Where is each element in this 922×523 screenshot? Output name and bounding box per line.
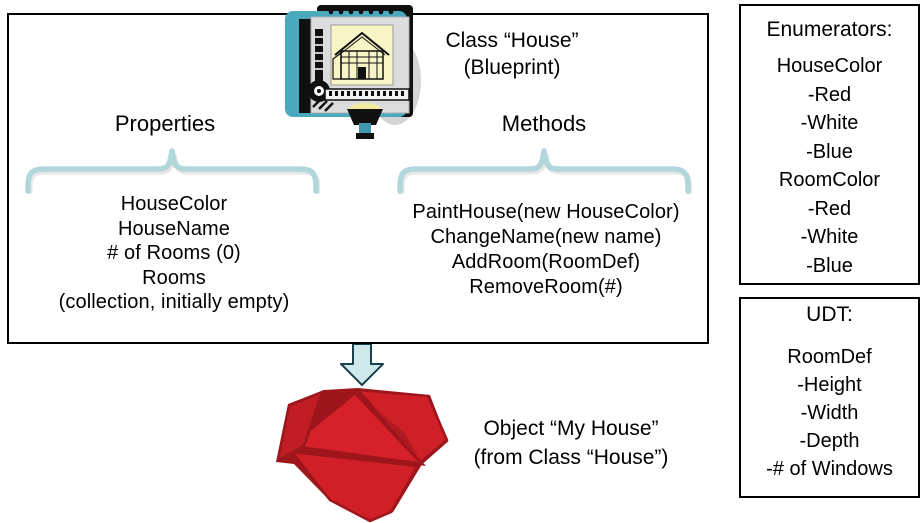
- method-item: AddRoom(RoomDef): [451, 251, 641, 273]
- enum-item: -Blue: [806, 140, 853, 163]
- properties-list: HouseColor HouseName # of Rooms (0) Room…: [39, 192, 309, 315]
- enum-group-name: HouseColor: [776, 55, 883, 77]
- property-item: HouseColor: [120, 193, 228, 215]
- enum-group-name: RoomColor: [778, 169, 881, 191]
- udt-title: UDT:: [806, 303, 853, 326]
- method-item: RemoveRoom(#): [469, 276, 623, 298]
- red-house-icon: [276, 388, 449, 523]
- ruler-ticks: [329, 91, 404, 96]
- class-title: Class “House” (Blueprint): [402, 27, 622, 81]
- blueprint-icon: [285, 5, 421, 139]
- object-caption-line2: (from Class “House”): [473, 446, 669, 469]
- enumerators-box: Enumerators: HouseColor -Red -White -Blu…: [739, 4, 920, 285]
- class-title-line2: (Blueprint): [463, 56, 561, 79]
- enum-item: -Red: [807, 83, 852, 106]
- enum-item: -Blue: [806, 254, 853, 277]
- udt-box: UDT: RoomDef -Height -Width -Depth -# of…: [739, 297, 920, 498]
- class-title-line1: Class “House”: [445, 29, 579, 52]
- object-caption-line1: Object “My House”: [483, 417, 659, 440]
- udt-item: -Depth: [799, 430, 860, 452]
- method-item: ChangeName(new name): [430, 226, 662, 248]
- enum-item: -Red: [807, 197, 852, 220]
- properties-brace-icon: [25, 148, 320, 194]
- spiral-binding-dots: [328, 9, 394, 15]
- methods-label: Methods: [501, 111, 587, 136]
- methods-brace-icon: [397, 148, 692, 194]
- property-item: Rooms: [142, 266, 206, 289]
- enumerators-title: Enumerators:: [766, 18, 893, 41]
- udt-item: -Height: [797, 374, 862, 396]
- property-item: HouseName: [117, 217, 231, 240]
- property-item: # of Rooms (0): [107, 242, 241, 264]
- udt-item: -Width: [800, 402, 859, 424]
- udt-type-name: RoomDef: [787, 346, 872, 368]
- methods-list: PaintHouse(new HouseColor) ChangeName(ne…: [396, 200, 696, 300]
- enum-item: -White: [800, 112, 859, 134]
- properties-label: Properties: [114, 111, 216, 136]
- method-item: PaintHouse(new HouseColor): [412, 201, 680, 223]
- down-arrow-icon: [340, 344, 384, 386]
- enum-item: -White: [800, 226, 859, 248]
- property-item: (collection, initially empty): [58, 291, 290, 313]
- object-caption: Object “My House” (from Class “House”): [421, 414, 721, 472]
- udt-item: -# of Windows: [766, 458, 893, 480]
- house-sketch: [332, 31, 390, 80]
